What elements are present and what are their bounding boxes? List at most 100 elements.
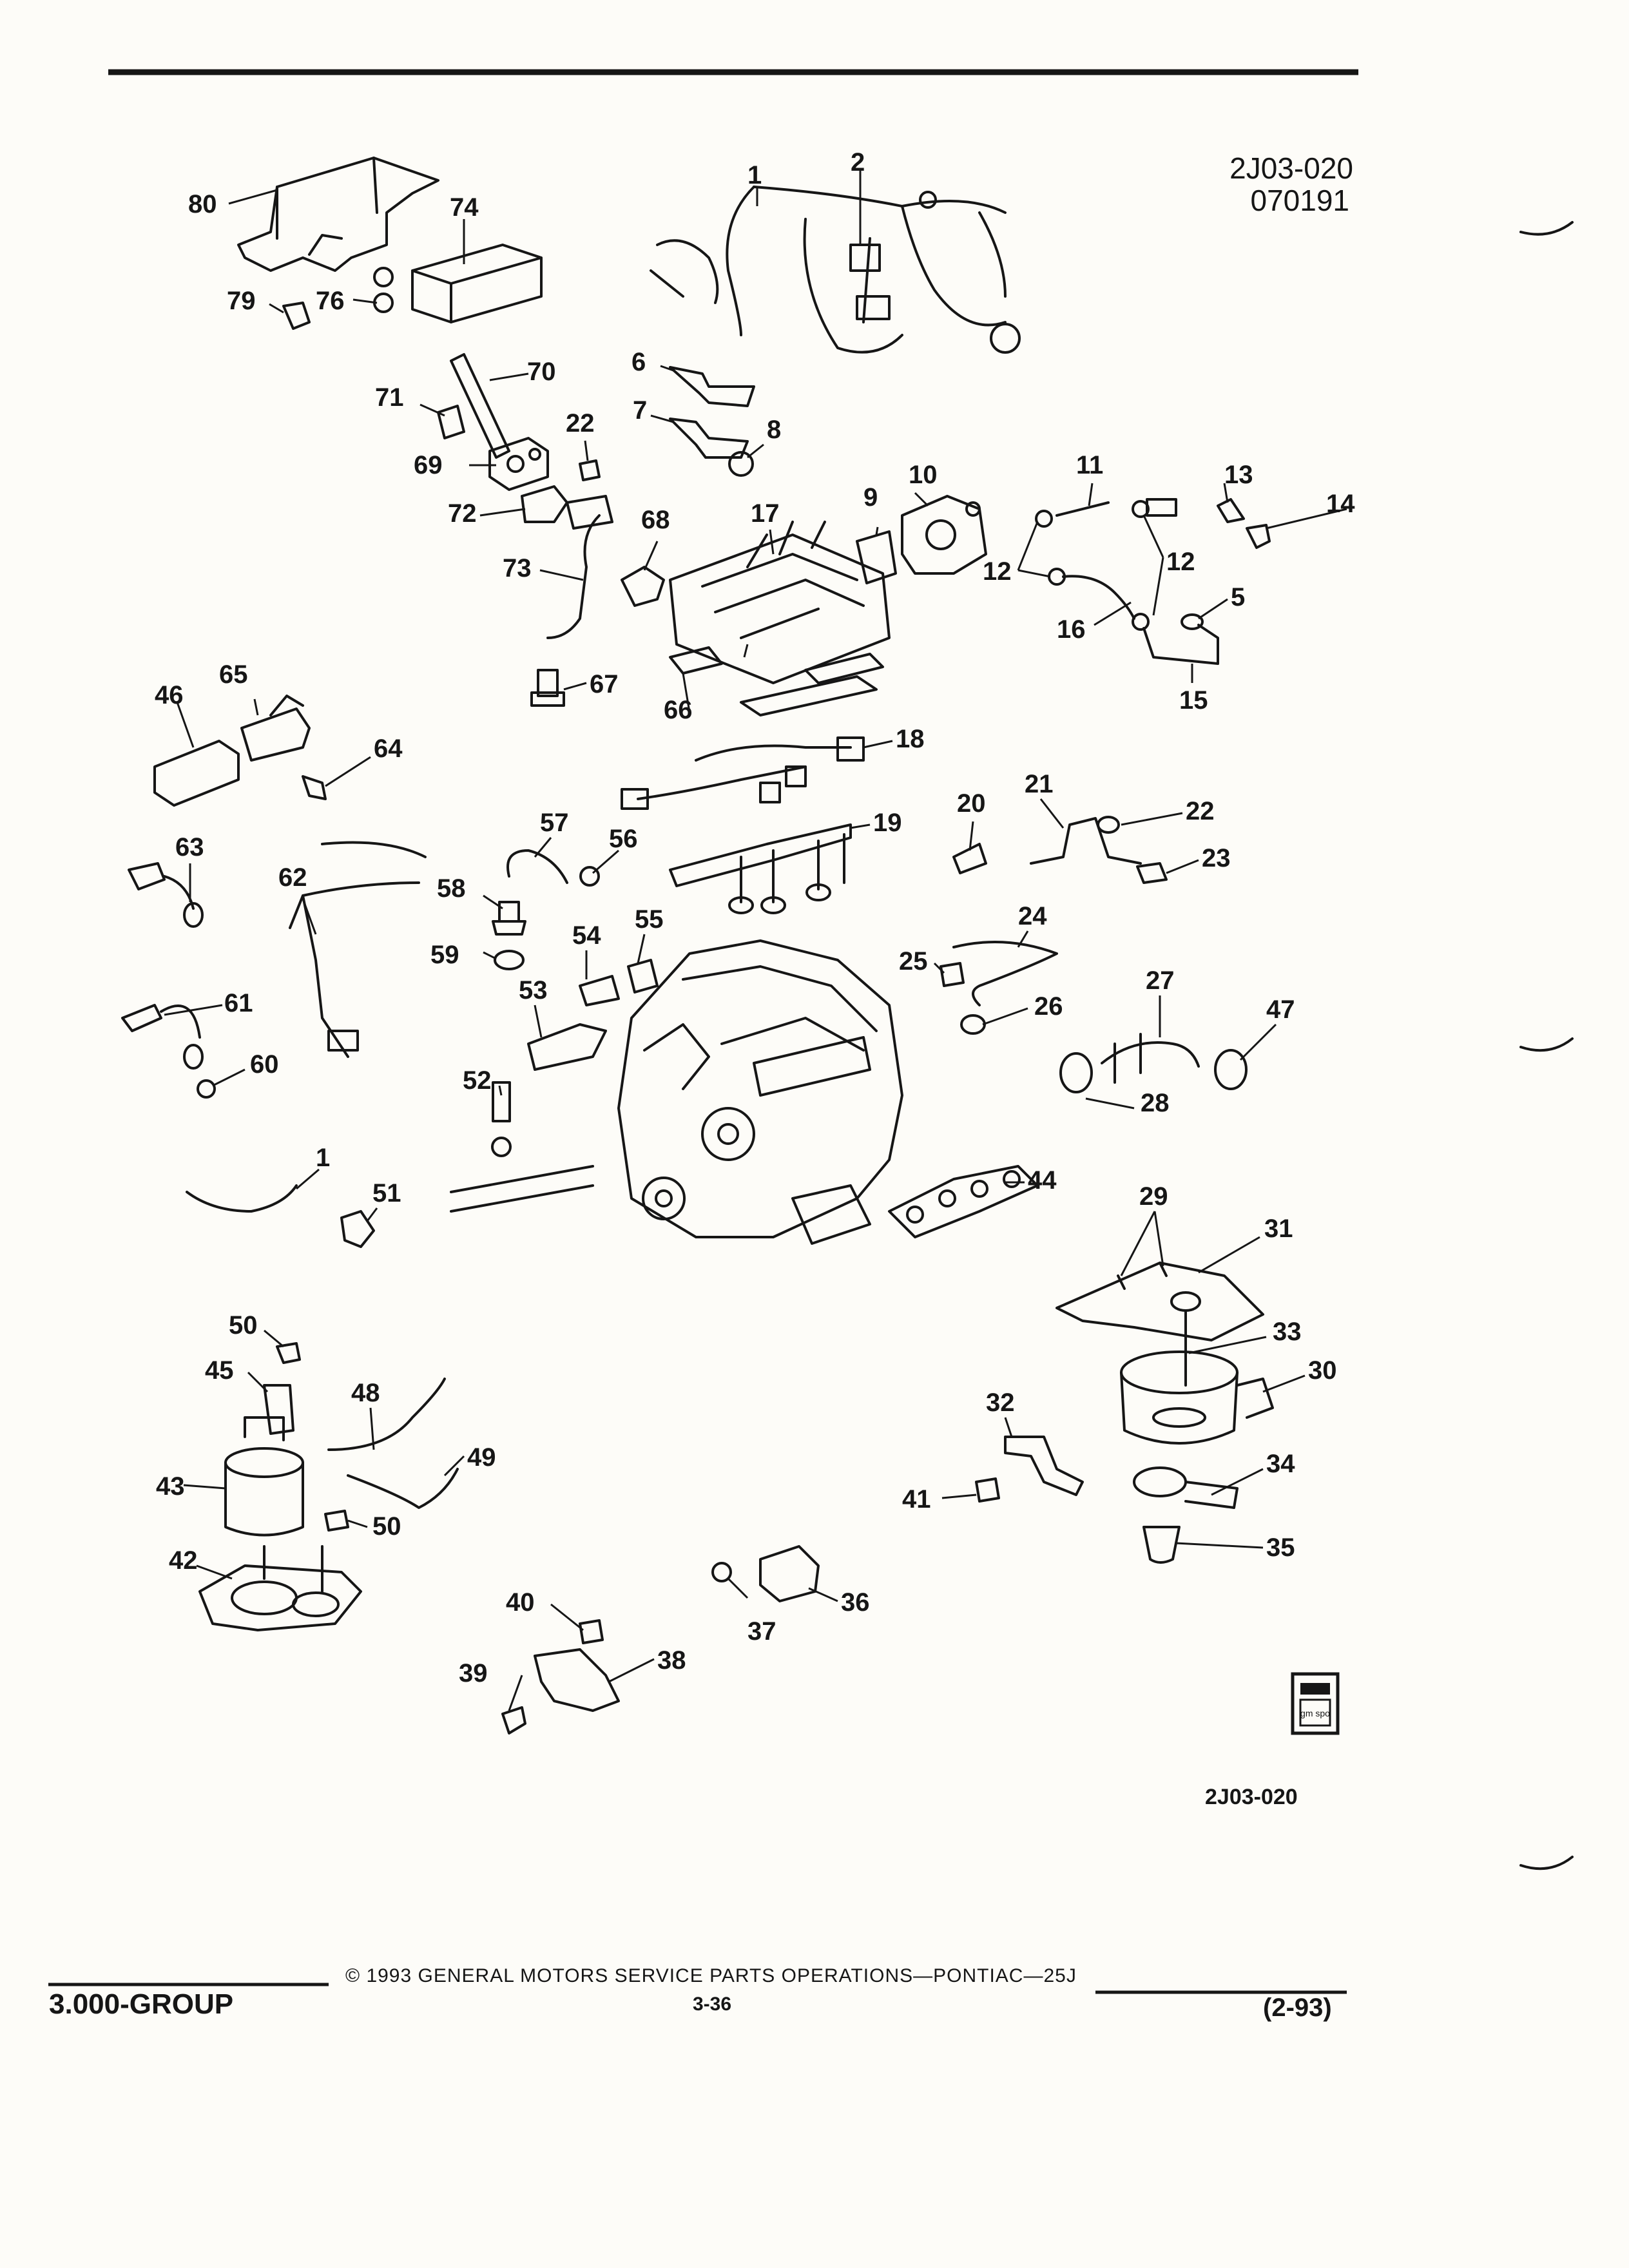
callout: 6 <box>631 348 646 376</box>
callout: 19 <box>873 809 902 837</box>
part-11-hose <box>1055 501 1110 517</box>
part-48-hose <box>327 1378 446 1451</box>
part-14-bolt <box>1246 524 1271 549</box>
callout: 18 <box>896 725 925 753</box>
callout: 45 <box>205 1356 234 1385</box>
callout: 64 <box>374 735 403 763</box>
part-18-injector-harness <box>621 736 865 810</box>
part-68-valve <box>621 566 665 607</box>
callout-labels: 80 74 76 79 1 2 6 7 8 70 71 69 22 72 73 … <box>155 148 1355 1687</box>
part-35-grommet <box>1142 1526 1181 1564</box>
gm-spo-logo: gm spo <box>1291 1672 1340 1735</box>
callout: 29 <box>1139 1182 1168 1211</box>
part-63-sensor <box>128 862 204 928</box>
part-56-clamp <box>579 866 600 887</box>
part-45-bracket <box>263 1384 294 1435</box>
leader-lines <box>164 171 1347 1711</box>
callout: 52 <box>463 1066 492 1095</box>
part-53-bracket <box>527 1023 607 1071</box>
callout: 67 <box>590 670 619 698</box>
part-8-grommet <box>728 451 754 477</box>
callout: 63 <box>175 833 204 861</box>
part-55-sensor <box>627 959 659 994</box>
part-65-solenoid <box>240 695 311 762</box>
callout: 42 <box>169 1546 198 1575</box>
part-49-hose <box>347 1468 459 1509</box>
callout: 73 <box>503 554 532 582</box>
callout: 37 <box>747 1617 776 1646</box>
figure-code-bottom: 2J03-020 <box>1205 1785 1298 1809</box>
footer-revision: (2-93) <box>1263 1994 1332 2022</box>
callout: 43 <box>156 1472 185 1501</box>
callout: 32 <box>986 1389 1015 1417</box>
part-16-hose <box>1062 575 1135 620</box>
callout: 22 <box>1186 797 1215 825</box>
part-40-bolt <box>579 1619 604 1644</box>
footer-copyright: © 1993 GENERAL MOTORS SERVICE PARTS OPER… <box>345 1965 1077 1986</box>
part-hose-fitting <box>1146 498 1177 517</box>
part-36-relay <box>759 1545 820 1602</box>
part-10-throttle-body <box>901 495 987 575</box>
callout: 60 <box>250 1050 279 1079</box>
callout: 72 <box>448 499 477 528</box>
callout: 8 <box>767 416 781 444</box>
callout: 2 <box>851 148 865 177</box>
callout: 20 <box>957 789 986 818</box>
edge-mark <box>1519 1037 1574 1052</box>
callout: 61 <box>224 989 253 1017</box>
callout: 12 <box>983 557 1012 586</box>
callout: 76 <box>316 287 345 315</box>
callout: 25 <box>899 947 928 975</box>
callout: 71 <box>375 383 404 412</box>
part-44-intake-manifold <box>888 1165 1039 1238</box>
callout: 21 <box>1025 770 1054 798</box>
part-17-upper-intake-plenum <box>669 521 891 684</box>
part-38-bracket <box>534 1648 620 1712</box>
part-60-washer <box>197 1079 216 1099</box>
callout: 65 <box>219 660 248 689</box>
callout: 48 <box>351 1379 380 1407</box>
part-52-sensor <box>450 1081 594 1213</box>
callout: 16 <box>1057 615 1086 644</box>
part-70-bolt <box>450 353 510 459</box>
callout: 35 <box>1266 1533 1295 1562</box>
part-25-connector <box>940 962 965 987</box>
part-21-line <box>1030 817 1142 865</box>
part-51-sensor <box>340 1210 375 1248</box>
callout: 62 <box>278 863 307 892</box>
callout: 36 <box>841 1588 870 1617</box>
callout: 34 <box>1266 1450 1295 1478</box>
callout: 66 <box>664 696 693 724</box>
callout: 55 <box>635 905 664 934</box>
callout: 80 <box>188 190 217 218</box>
callout: 51 <box>372 1179 401 1207</box>
callout: 47 <box>1266 995 1295 1024</box>
date-code: 070191 <box>1250 184 1350 217</box>
header-codes: 2J03-020 070191 <box>1147 152 1353 216</box>
callout: 46 <box>155 681 184 709</box>
callout: 14 <box>1326 490 1355 518</box>
callout: 40 <box>506 1588 535 1617</box>
part-23-fitting <box>1136 862 1168 884</box>
part-46-bracket <box>153 740 240 807</box>
callout: 28 <box>1141 1089 1170 1117</box>
callout: 11 <box>1076 451 1103 479</box>
callout: 59 <box>430 941 459 969</box>
part-50-bolt <box>276 1342 301 1364</box>
callout: 26 <box>1034 992 1063 1021</box>
part-64-bolt <box>302 775 327 800</box>
callout: 56 <box>609 825 638 853</box>
part-39-clip <box>501 1706 526 1735</box>
footer-group: 3.000-GROUP <box>49 1988 234 2020</box>
part-32-bracket <box>1004 1436 1084 1496</box>
part-15-pipe <box>1142 624 1219 665</box>
callout: 50 <box>229 1311 258 1340</box>
part-12-clamp <box>1035 510 1053 528</box>
callout: 22 <box>566 409 595 437</box>
callout: 57 <box>540 809 569 837</box>
callout: 53 <box>519 976 548 1004</box>
callout: 30 <box>1308 1356 1337 1385</box>
part-30-air-cleaner <box>1120 1350 1274 1445</box>
callout: 13 <box>1224 461 1253 489</box>
